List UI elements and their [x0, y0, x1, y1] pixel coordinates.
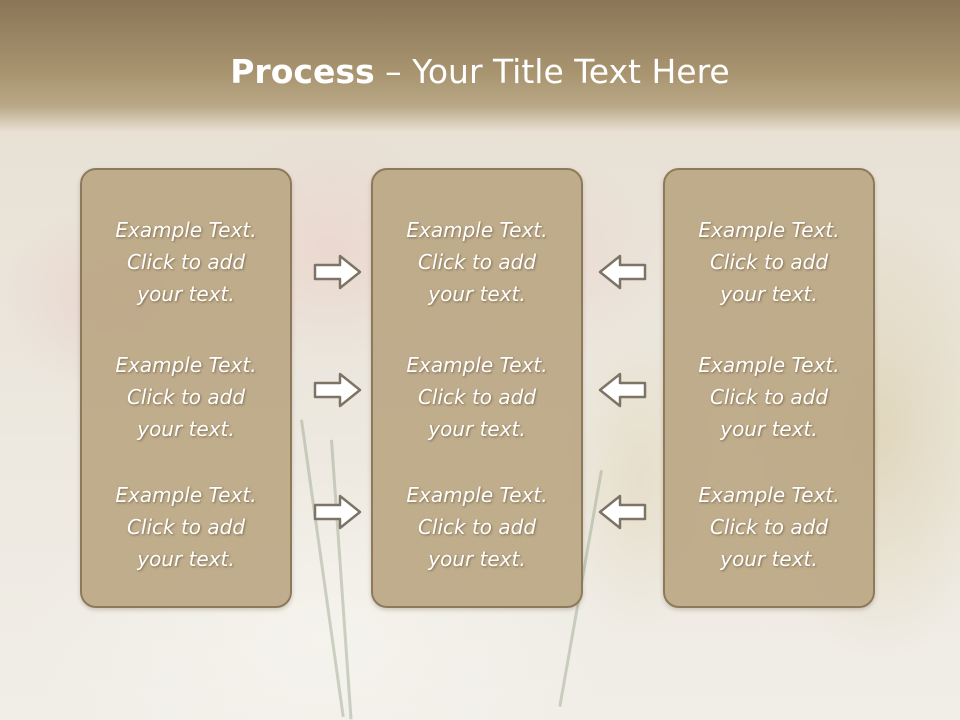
text-placeholder[interactable]: Example Text. Click to add your text.	[82, 214, 290, 310]
process-box-left[interactable]: Example Text. Click to add your text. Ex…	[80, 168, 292, 608]
title-rest-part: – Your Title Text Here	[374, 52, 730, 91]
text-line: Click to add	[126, 385, 246, 409]
text-line: Click to add	[709, 515, 829, 539]
arrow-right-icon	[313, 494, 362, 530]
text-line: your text.	[137, 547, 235, 571]
text-placeholder[interactable]: Example Text. Click to add your text.	[373, 349, 581, 445]
text-placeholder[interactable]: Example Text. Click to add your text.	[665, 479, 873, 575]
text-line: Click to add	[126, 250, 246, 274]
text-line: your text.	[720, 282, 818, 306]
text-placeholder[interactable]: Example Text. Click to add your text.	[82, 349, 290, 445]
arrow-left-icon	[598, 254, 647, 290]
title-bar: Process – Your Title Text Here	[0, 0, 960, 132]
arrow-left-icon	[598, 494, 647, 530]
text-placeholder[interactable]: Example Text. Click to add your text.	[373, 479, 581, 575]
text-line: Example Text.	[115, 483, 257, 507]
text-line: Example Text.	[698, 218, 840, 242]
process-box-center[interactable]: Example Text. Click to add your text. Ex…	[371, 168, 583, 608]
arrow-right-icon	[313, 372, 362, 408]
text-line: your text.	[720, 547, 818, 571]
text-line: Example Text.	[698, 483, 840, 507]
text-line: Click to add	[126, 515, 246, 539]
text-line: your text.	[720, 417, 818, 441]
text-line: Example Text.	[406, 353, 548, 377]
title-bold-part: Process	[230, 52, 375, 91]
text-line: Example Text.	[698, 353, 840, 377]
text-line: Click to add	[709, 250, 829, 274]
arrow-left-icon	[598, 372, 647, 408]
text-placeholder[interactable]: Example Text. Click to add your text.	[665, 349, 873, 445]
text-line: Example Text.	[115, 218, 257, 242]
text-line: your text.	[428, 417, 526, 441]
text-line: your text.	[137, 282, 235, 306]
text-line: Example Text.	[115, 353, 257, 377]
text-line: Example Text.	[406, 218, 548, 242]
text-line: your text.	[428, 547, 526, 571]
text-placeholder[interactable]: Example Text. Click to add your text.	[82, 479, 290, 575]
arrow-right-icon	[313, 254, 362, 290]
text-line: Click to add	[417, 515, 537, 539]
text-placeholder[interactable]: Example Text. Click to add your text.	[665, 214, 873, 310]
text-line: your text.	[428, 282, 526, 306]
text-line: Click to add	[709, 385, 829, 409]
process-box-right[interactable]: Example Text. Click to add your text. Ex…	[663, 168, 875, 608]
text-placeholder[interactable]: Example Text. Click to add your text.	[373, 214, 581, 310]
slide-title[interactable]: Process – Your Title Text Here	[0, 52, 960, 91]
text-line: Click to add	[417, 250, 537, 274]
text-line: your text.	[137, 417, 235, 441]
flower-stem	[330, 439, 353, 720]
text-line: Example Text.	[406, 483, 548, 507]
text-line: Click to add	[417, 385, 537, 409]
